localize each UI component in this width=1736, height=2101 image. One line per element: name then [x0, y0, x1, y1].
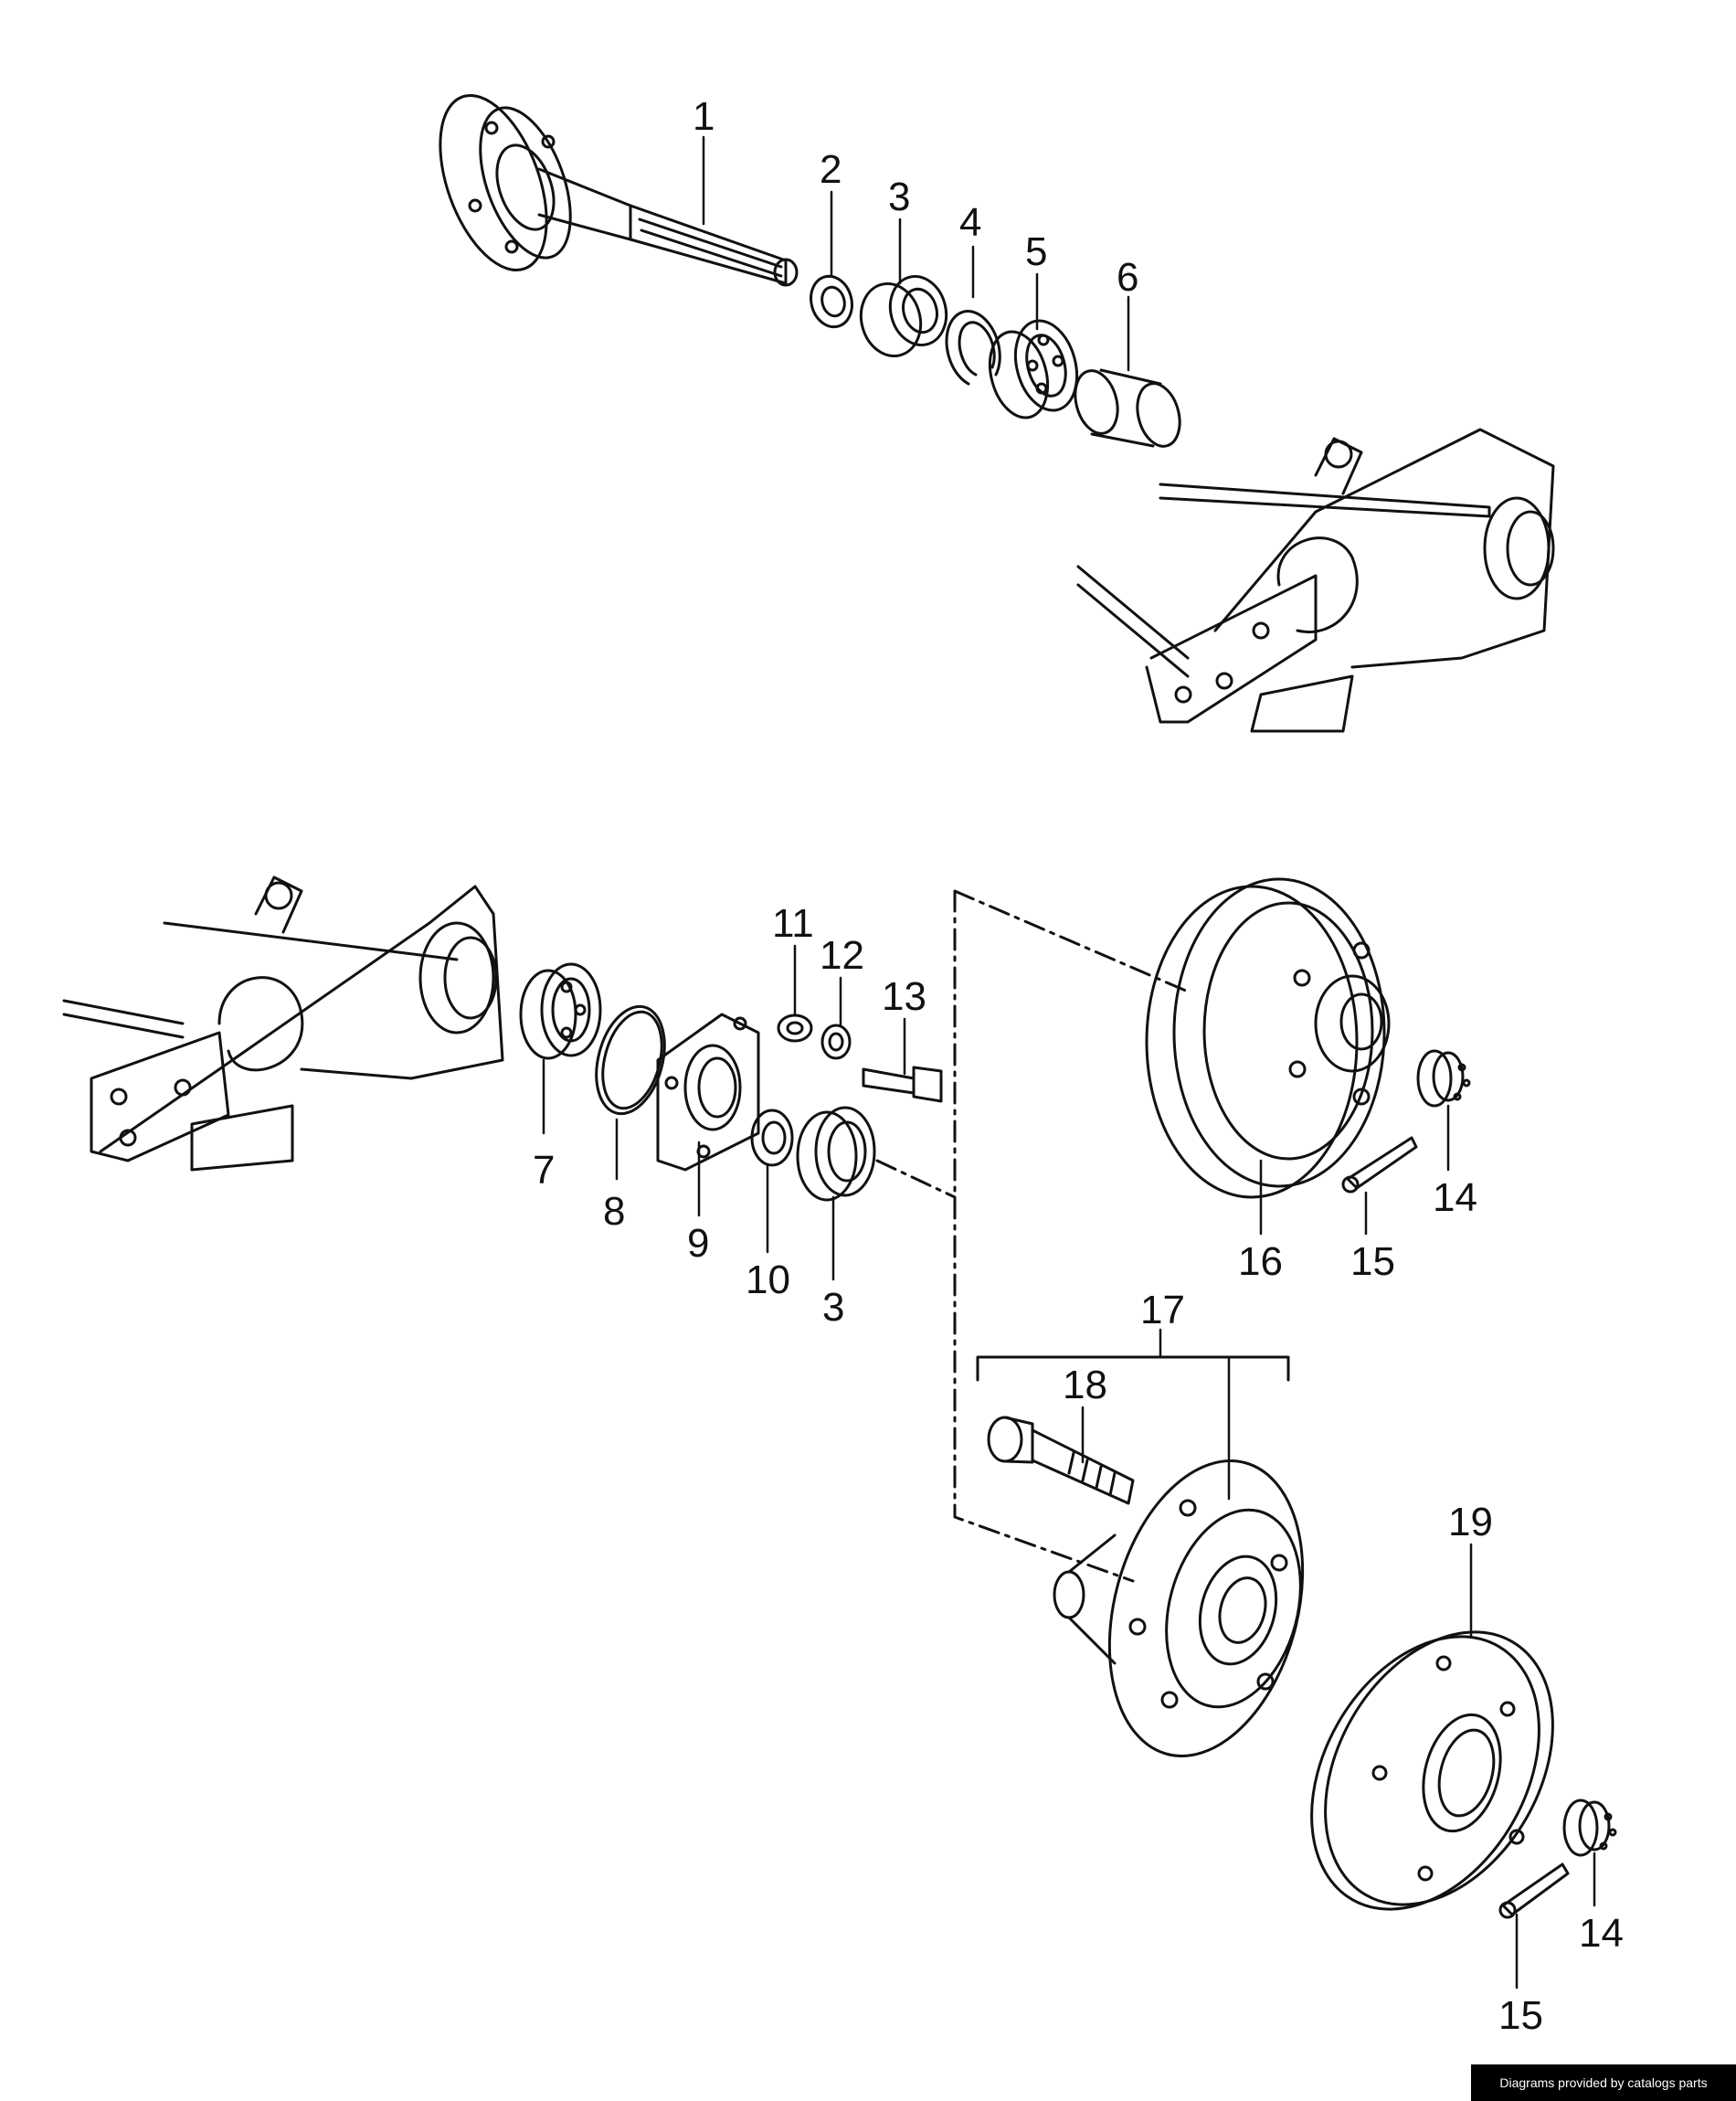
axle-housing-top [1076, 428, 1555, 733]
assembly-bracket [976, 1355, 1290, 1382]
callout-3-top: 3 [888, 175, 910, 219]
brake-drum [1145, 877, 1391, 1199]
assembly-center-line [875, 889, 1190, 1583]
callout-6: 6 [1117, 255, 1138, 300]
callout-4: 4 [959, 200, 981, 245]
callout-2: 2 [820, 147, 842, 192]
callout-19: 19 [1448, 1500, 1493, 1544]
castle-nut-top [1416, 1049, 1471, 1108]
credit-text: Diagrams provided by catalogs parts [1499, 2075, 1708, 2090]
cotter-pin-bottom [1498, 1862, 1570, 1919]
leader-lines [542, 135, 1596, 1990]
callout-12: 12 [820, 933, 864, 978]
castle-nut-bottom [1562, 1799, 1617, 1857]
credit-footer: Diagrams provided by catalogs parts [1471, 2064, 1736, 2101]
callout-8: 8 [603, 1189, 625, 1234]
spacer-sleeve [1074, 368, 1181, 448]
callout-13: 13 [882, 974, 926, 1019]
oil-seal-mid [796, 1106, 876, 1202]
callout-1: 1 [693, 94, 715, 139]
bearing-cover [656, 1013, 760, 1172]
callout-3-mid: 3 [822, 1285, 844, 1330]
ball-bearing-top [988, 319, 1079, 419]
axle-housing-left [62, 875, 504, 1172]
cotter-pin-top [1341, 1136, 1418, 1194]
callout-11: 11 [772, 901, 814, 946]
spacer-ring [810, 274, 853, 329]
spacer [750, 1109, 794, 1167]
callout-labels: 1 2 3 4 5 6 7 8 9 10 3 11 12 13 14 15 16… [533, 94, 1624, 2038]
callout-16: 16 [1238, 1239, 1283, 1284]
stub-axle-shaft [439, 93, 799, 287]
spring-washer [820, 1024, 852, 1060]
ball-bearing-mid [519, 962, 602, 1060]
callout-10: 10 [746, 1257, 790, 1302]
wheel-bolt [987, 1416, 1135, 1505]
hex-bolt [862, 1066, 943, 1103]
oil-seal-top [859, 274, 948, 358]
callout-18: 18 [1063, 1363, 1107, 1407]
callout-7: 7 [533, 1148, 555, 1193]
callout-9: 9 [687, 1221, 709, 1266]
callout-14-top: 14 [1433, 1175, 1477, 1220]
callout-5: 5 [1025, 229, 1047, 274]
callout-15-top: 15 [1350, 1239, 1395, 1284]
callout-17: 17 [1140, 1288, 1185, 1332]
callout-14-bottom: 14 [1579, 1911, 1624, 1956]
wheel-hub [1053, 1459, 1305, 1757]
brake-disc [1310, 1630, 1554, 1911]
lock-washer [777, 1013, 813, 1043]
callout-15-bottom: 15 [1498, 1993, 1543, 2038]
